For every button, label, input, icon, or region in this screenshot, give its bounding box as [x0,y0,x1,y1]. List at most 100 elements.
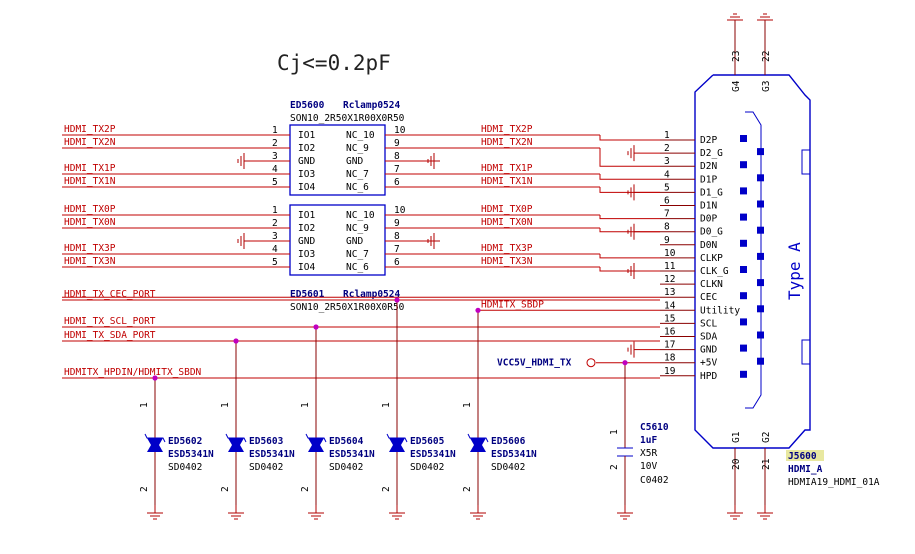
diode-pin-num: 2 [220,486,231,492]
connector-contact [757,174,764,182]
connector-pin-name: D2N [700,161,717,172]
ic-pin-num: 2 [272,138,278,149]
connector-contact [740,187,747,195]
net-wire [599,174,660,180]
connector-inner [745,111,762,409]
ic-pin-num: 5 [272,177,278,188]
net-label: HDMI_TX_SDA_PORT [64,330,156,341]
connector-contact [757,305,764,313]
diode-ref: ED5606 [491,436,526,447]
cap-voltage: 10V [640,461,657,472]
net-label: HDMI_TX0P [64,204,116,215]
diode-pin-num: 1 [381,402,392,408]
junction-dot [394,297,400,303]
junction-dot [313,324,319,330]
diode-pin-num: 1 [462,402,473,408]
ic-pin-name: NC_10 [346,130,375,141]
connector-contact [757,331,764,339]
cap-dielectric: X5R [640,448,657,459]
ic-pin-num: 8 [394,151,400,162]
net-label: HDMI_TX1N [64,176,116,187]
connector-pin-name: HPD [700,371,717,382]
net-wire [599,267,660,272]
ic-pin-num: 6 [394,177,400,188]
diode-bar [467,433,489,443]
diode-package: SD0402 [410,462,444,473]
net-wire [599,135,660,141]
connector-pin-num: 1 [664,130,670,141]
ic-ref: ED5601 [290,289,325,300]
connector-contact [740,292,747,300]
connector-contact [757,357,764,365]
connector-part: HDMI_A [788,464,823,475]
ic-pin-num: 10 [394,125,406,136]
connector-pin-num: 10 [664,248,676,259]
connector-contact [740,318,747,326]
net-wire [599,228,660,233]
ic-ref: ED5600 [290,100,325,111]
ic-pin-num: 7 [394,164,400,175]
connector-pin-num: 6 [664,196,670,207]
tvs-diode-icon [389,438,405,452]
diode-pin-num: 1 [300,402,311,408]
ic-part: Rclamp0524 [343,100,400,111]
diode-part: ESD5341N [329,449,375,460]
connector-pin-name: +5V [700,358,717,369]
net-label: HDMI_TX_SCL_PORT [64,316,156,327]
net-wire [599,148,660,167]
cap-ref: C5610 [640,422,669,433]
connector-footprint: HDMIA19_HDMI_01A [788,477,880,488]
connector-contact [740,161,747,169]
tvs-diode-icon [470,438,486,452]
connector-pin-name: CEC [700,292,717,303]
ic-pin-num: 10 [394,205,406,216]
junction-dot [622,360,628,366]
ic-pin-num: 4 [272,244,278,255]
connector-contact [757,148,764,156]
ic-pin-num: 3 [272,151,278,162]
net-label: HDMI_TX0P [481,204,533,215]
diode-part: ESD5341N [249,449,295,460]
net-label: HDMI_TX3P [481,243,533,254]
cap-pin-num: 1 [609,429,620,435]
connector-pin-num: 4 [664,169,670,180]
connector-contact [757,226,764,234]
ic-pin-name: IO1 [298,210,315,221]
net-label: HDMI_TX2P [64,124,116,135]
ic-pin-name: GND [346,236,363,247]
connector-pin-name: G1 [731,431,742,443]
diode-package: SD0402 [168,462,202,473]
diode-part: ESD5341N [168,449,214,460]
connector-contact [740,239,747,247]
connector-pin-name: G2 [761,432,772,443]
connector-title: Type A [785,242,804,300]
connector-pin-name: SDA [700,332,717,343]
ic-pin-num: 1 [272,125,278,136]
diode-pin-num: 2 [462,486,473,492]
connector-pin-num: 19 [664,366,676,377]
connector-pin-num: 16 [664,327,676,338]
ref-highlight [786,450,824,461]
connector-pin-name: CLKN [700,279,723,290]
ic-pin-num: 5 [272,257,278,268]
ic-package: SON10_2R50X1R00X0R50 [290,113,405,124]
connector-pin-name: D0_G [700,227,723,238]
diode-bar [305,433,327,443]
connector-pin-name: SCL [700,318,717,329]
ic-pin-name: NC_7 [346,249,369,260]
junction-dot [233,338,239,344]
diode-pin-num: 2 [300,486,311,492]
connector-pin-num: 22 [761,51,772,62]
ic-pin-name: NC_9 [346,223,369,234]
ic-pin-num: 9 [394,218,400,229]
ic-pin-num: 2 [272,218,278,229]
ic-pin-num: 9 [394,138,400,149]
ic-pin-name: NC_10 [346,210,375,221]
connector-pin-num: 11 [664,261,676,272]
ic-pin-name: NC_9 [346,143,369,154]
ic-package: SON10_2R50X1R00X0R50 [290,302,405,313]
connector-pin-name: D1_G [700,187,723,198]
connector-pin-num: 5 [664,182,670,193]
net-label: HDMITX_SBDP [481,299,544,310]
